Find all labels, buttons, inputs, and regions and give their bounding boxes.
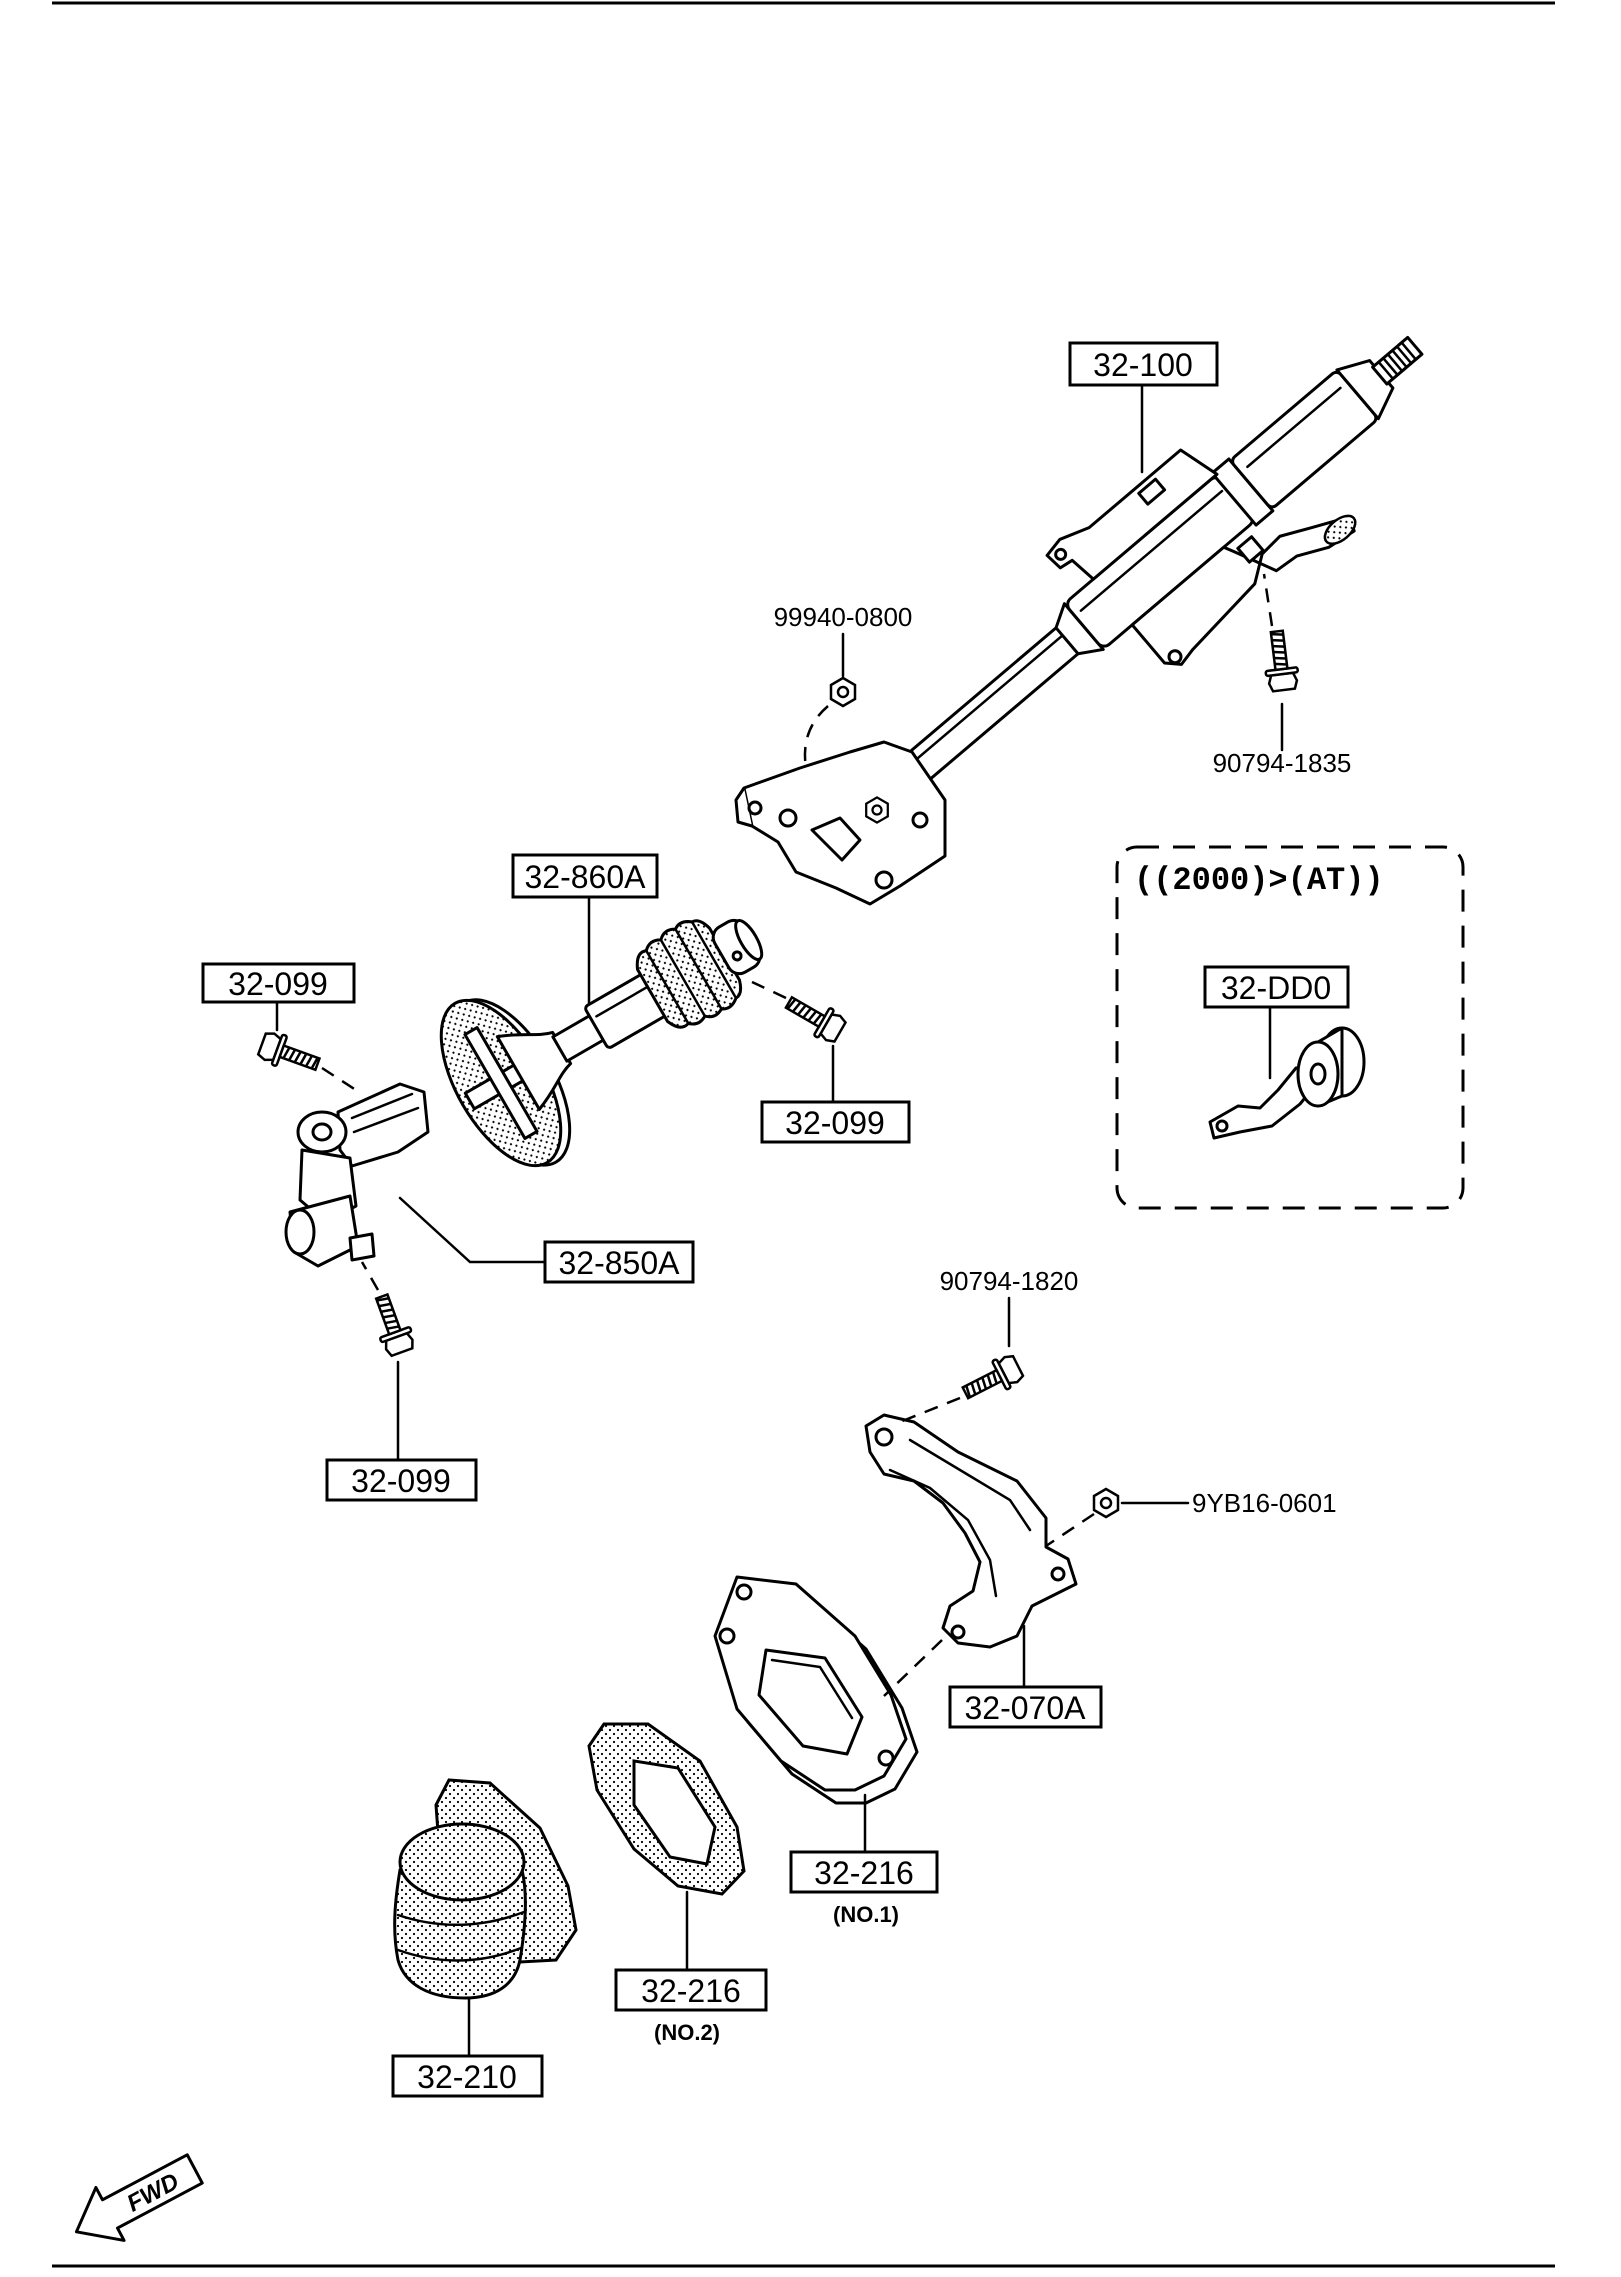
shaft-bolt-upper: [255, 1027, 325, 1081]
shaft-bolt-right: [779, 987, 850, 1048]
dashed-guide: [360, 1261, 380, 1291]
column-nut: [829, 676, 857, 708]
callout-bracket: 32-070A: [965, 1690, 1087, 1726]
column-switch-bracket: [1130, 514, 1357, 666]
cover-plate-no1: [713, 1575, 919, 1805]
dashed-guide: [751, 980, 787, 1000]
shaft-bolt-lower: [365, 1289, 419, 1359]
callout-plate-no1: 32-216: [814, 1855, 914, 1891]
column-bolt: [1259, 628, 1302, 694]
support-bracket: [864, 1413, 1078, 1649]
callout-box: [511, 853, 659, 899]
intermediate-shaft: [439, 918, 764, 1168]
callout-intermediate-shaft: 32-860A: [525, 859, 647, 895]
callout-steering-column: 32-100: [1093, 347, 1193, 383]
callout-box: [201, 962, 356, 1004]
dashed-guide: [899, 1396, 961, 1424]
bracket-bolt: [956, 1350, 1027, 1409]
variant-note: ((2000)>(AT)): [1134, 862, 1384, 899]
callout-column-nut: 99940-0800: [774, 602, 913, 632]
column-upper-bracket: [1045, 448, 1219, 581]
callout-bracket-nut: 9YB16-0601: [1192, 1488, 1337, 1518]
callout-shaft-bolt-upper: 32-099: [228, 966, 328, 1002]
dashed-guide: [1045, 1512, 1095, 1548]
callout-column-bolt: 90794-1835: [1213, 748, 1352, 778]
callout-box: [543, 1240, 695, 1284]
variant-box: ((2000)>(AT)) 32-DD0: [1115, 845, 1465, 1210]
dashed-guide: [883, 1639, 943, 1697]
leader-line: [398, 1196, 547, 1264]
dashed-guide: [803, 705, 829, 769]
callout-plate-no2: 32-216: [641, 1973, 741, 2009]
universal-joint: [284, 1082, 430, 1268]
callout-box: [760, 1100, 911, 1144]
variant-part: [1208, 1026, 1366, 1140]
gasket-no2: [587, 1722, 746, 1896]
callout-universal-joint: 32-850A: [559, 1245, 681, 1281]
callout-shaft-bolt-right: 32-099: [785, 1105, 885, 1141]
callout-plate-no2-note: (NO.2): [654, 2020, 720, 2045]
callout-box: [325, 1458, 478, 1502]
callout-variant-part: 32-DD0: [1221, 970, 1331, 1006]
callout-box: [1068, 341, 1219, 387]
column-lower-bracket: [734, 740, 947, 906]
callout-box: [391, 2054, 544, 2098]
callout-box: [948, 1685, 1103, 1729]
callout-shaft-bolt-lower: 32-099: [351, 1463, 451, 1499]
callout-plate-no1-note: (NO.1): [833, 1902, 899, 1927]
callout-box: [1203, 965, 1350, 1009]
callout-box: [614, 1968, 768, 2012]
callout-bracket-bolt: 90794-1820: [940, 1266, 1079, 1296]
steering-column: [871, 335, 1424, 811]
dashed-guide: [321, 1066, 363, 1096]
bracket-nut: [1092, 1487, 1120, 1519]
callout-boot: 32-210: [417, 2059, 517, 2095]
dashed-guide: [1262, 573, 1274, 627]
callout-box: [789, 1850, 939, 1894]
forward-arrow: FWD: [74, 2153, 204, 2242]
dust-boot: [393, 1778, 578, 2000]
